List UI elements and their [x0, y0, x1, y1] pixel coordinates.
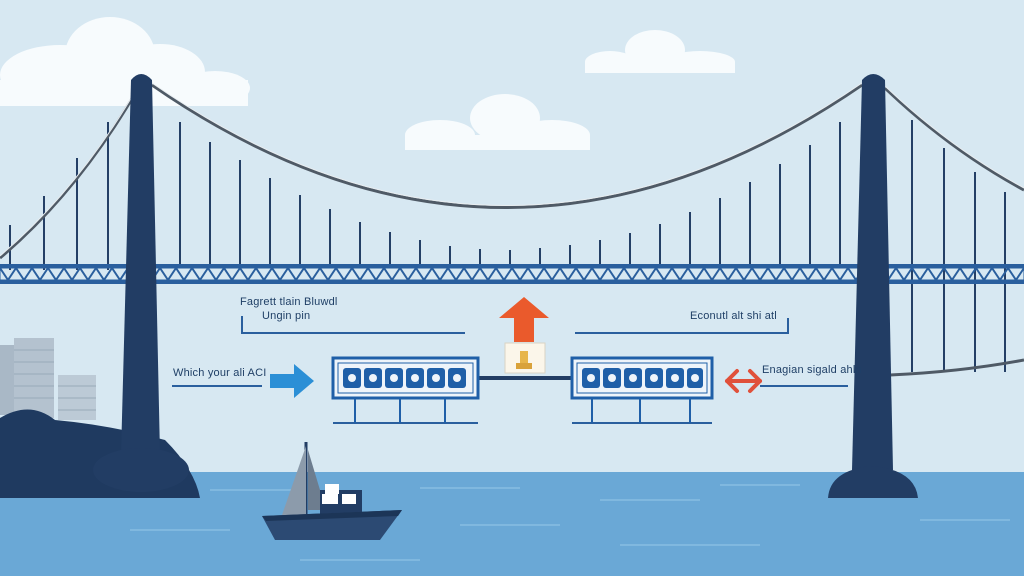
orange-up-arrow-icon — [499, 297, 549, 342]
right-module — [570, 356, 714, 423]
city-buildings — [0, 338, 96, 420]
water-ripples — [130, 484, 1010, 561]
cloud-left — [0, 17, 250, 106]
red-double-arrow-icon — [725, 369, 762, 393]
left-tower — [93, 74, 189, 492]
suspender-cables — [9, 120, 1006, 372]
label-left-side: Which your ali ACI — [173, 367, 267, 379]
bridge-deck-truss — [0, 264, 1024, 284]
blue-right-arrow-icon — [270, 364, 314, 398]
label-top-left-line1: Fagrett tlain Bluwdl — [240, 296, 338, 308]
left-module — [331, 356, 480, 423]
cloud-right — [585, 30, 735, 73]
label-right-top: Econutl alt shi atl — [690, 310, 777, 322]
label-top-left-line2: Ungin pin — [262, 310, 311, 322]
label-right-side: Enagian sigald ahln — [762, 364, 862, 376]
sailboat — [262, 442, 402, 540]
cloud-center — [405, 94, 590, 150]
right-tower — [828, 74, 918, 498]
main-cables — [0, 83, 1024, 377]
connector-lines — [172, 316, 848, 424]
main-cables-highlight — [0, 82, 1024, 257]
center-device-box — [504, 342, 546, 374]
